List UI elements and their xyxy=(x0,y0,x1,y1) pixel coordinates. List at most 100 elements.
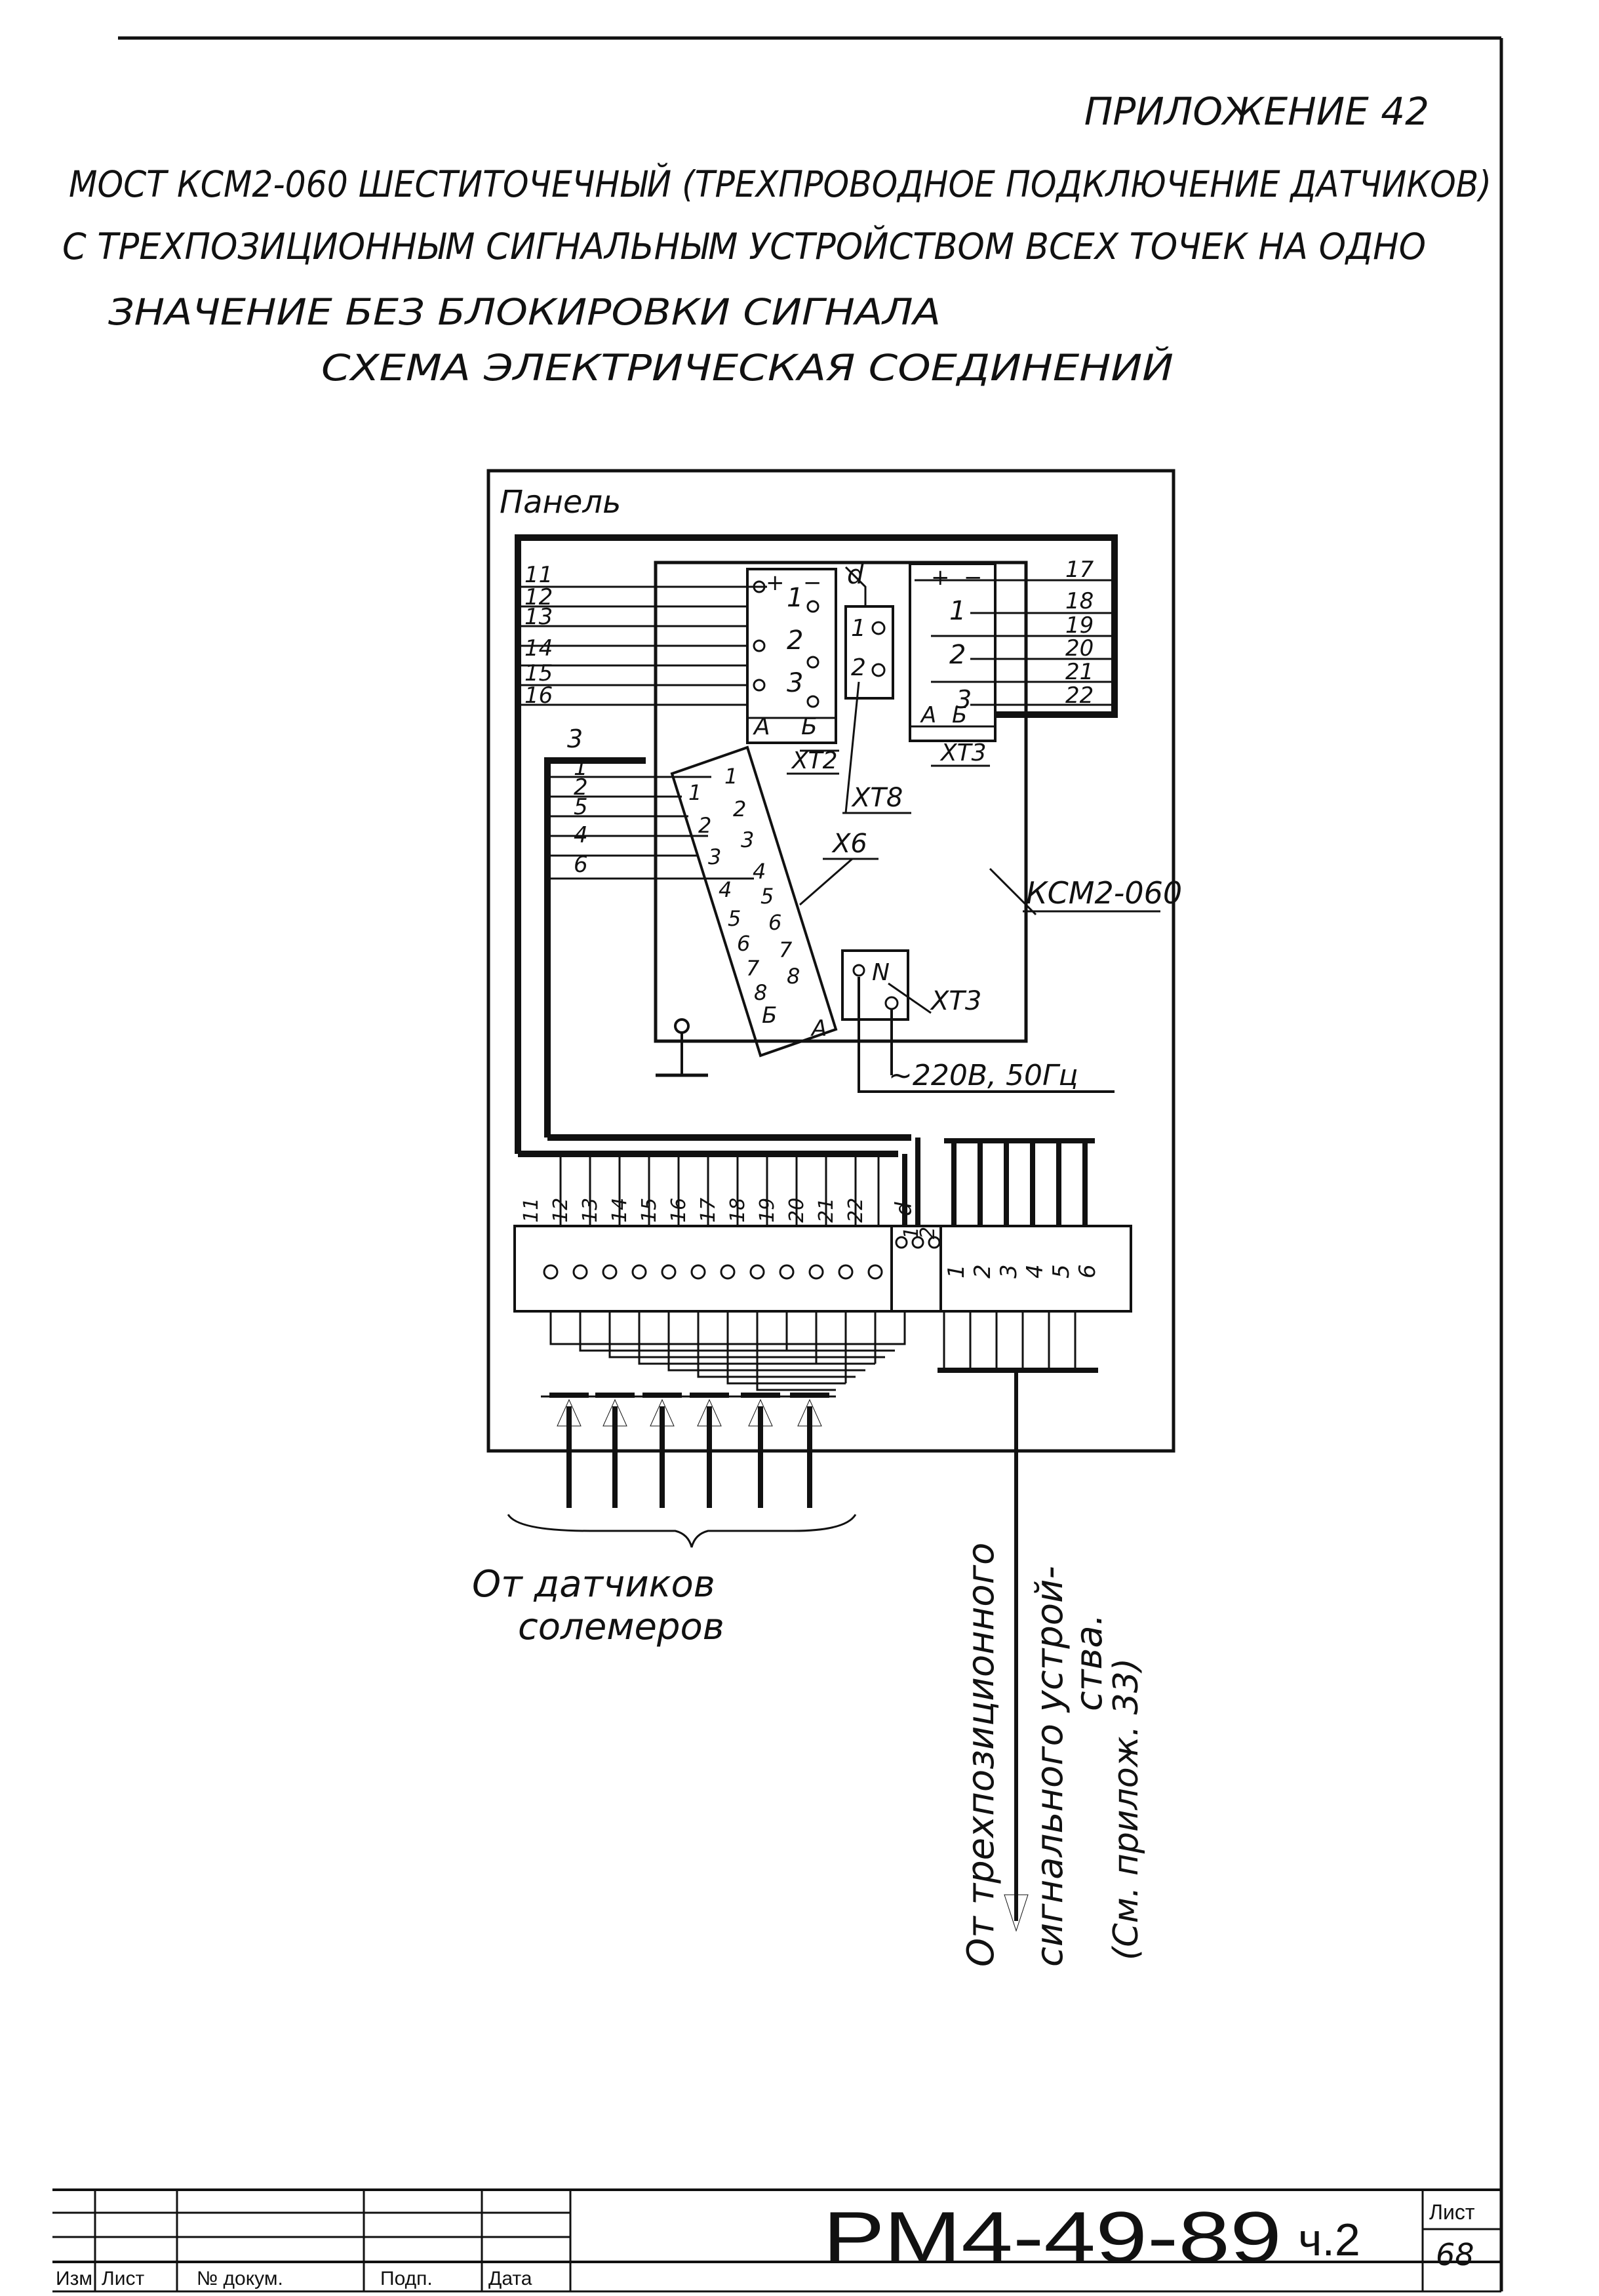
wire-mid-6: 6 xyxy=(574,852,588,878)
power-pin-n: N xyxy=(872,959,890,986)
sensor-arrow-5 xyxy=(741,1393,780,1508)
wire-mid-header: 3 xyxy=(567,724,583,753)
bus-drops xyxy=(559,1138,1095,1226)
sheet-label: Лист xyxy=(1429,2200,1475,2224)
strip-mid-labels: d 1 2 xyxy=(891,1202,941,1249)
col-list: Лист xyxy=(102,2268,144,2289)
sensors-caption-line-1: От датчиков xyxy=(472,1563,715,1606)
signal-caption-line-3: ства. xyxy=(1068,1613,1111,1711)
strip-18: 18 xyxy=(726,1198,749,1223)
appendix-label: ПРИЛОЖЕНИЕ 42 xyxy=(1084,89,1429,134)
xt2-term-3: 3 xyxy=(787,668,803,698)
wire-16: 16 xyxy=(524,683,553,709)
title-block: Изм Лист № докум. Подп. Дата РМ4-49-89 ч… xyxy=(52,2188,1501,2293)
wire-bundle-left-top: 11 12 13 14 15 16 xyxy=(518,562,819,709)
sensor-arrow-6 xyxy=(790,1393,829,1508)
xt3-plus: + xyxy=(931,564,950,591)
sheet-number: 68 xyxy=(1436,2237,1474,2272)
x6-pin-l4: 4 xyxy=(719,877,732,902)
x6-pin-r2: 2 xyxy=(733,797,746,821)
xt3-power-label: ХТ3 xyxy=(930,986,981,1016)
wire-mid-4: 4 xyxy=(574,822,588,848)
wire-17: 17 xyxy=(1065,557,1094,583)
x6-pin-r1: 1 xyxy=(724,764,738,789)
xt2-plus: + xyxy=(766,570,785,596)
signal-downlink xyxy=(938,1311,1098,1932)
xt3-term-1: 1 xyxy=(949,596,966,626)
xt2-minus: − xyxy=(803,570,822,596)
wire-12: 12 xyxy=(524,584,553,610)
x6-pin-r3: 3 xyxy=(741,827,754,852)
xt8-term-1: 1 xyxy=(851,615,866,642)
sensor-arrows xyxy=(549,1393,829,1508)
signal-caption-line-1: От трехпозиционного xyxy=(960,1543,1002,1967)
xt3-bottom-a: А xyxy=(920,702,936,728)
connector-x6: 1 1 2 2 3 3 4 4 5 5 6 6 7 7 8 8 Б А Х6 xyxy=(670,745,878,1058)
strip-right-1: 1 xyxy=(943,1264,970,1278)
strip-mid-2: 2 xyxy=(917,1227,939,1239)
xt8-term-2: 2 xyxy=(851,654,866,681)
strip-16: 16 xyxy=(667,1198,690,1223)
xt2-term-1: 1 xyxy=(787,583,803,613)
title-line-4: СХЕМА ЭЛЕКТРИЧЕСКАЯ СОЕДИНЕНИЙ xyxy=(321,347,1174,389)
xt2-term-2: 2 xyxy=(787,625,803,656)
wire-mid-1: 1 xyxy=(574,755,588,781)
xt3-top-label: ХТ3 xyxy=(939,740,987,766)
connector-xt3-top: + − 1 2 3 А Б ХТ3 xyxy=(909,563,997,767)
x6-pin-l5: 5 xyxy=(728,906,741,931)
connector-xt8: 1 2 d ХТ8 xyxy=(842,560,911,814)
wire-bundle-left-mid: 3 1 2 5 4 6 xyxy=(547,724,754,880)
strip-19: 19 xyxy=(756,1198,779,1223)
xt2-label: ХТ2 xyxy=(791,747,838,774)
col-izm: Изм xyxy=(56,2268,92,2289)
x6-pin-l3: 3 xyxy=(708,844,721,869)
strip-d: d xyxy=(891,1202,917,1216)
wire-20: 20 xyxy=(1065,635,1094,662)
power-label: ~220В, 50Гц xyxy=(888,1059,1078,1092)
strip-22: 22 xyxy=(844,1198,867,1223)
sheet-frame xyxy=(118,36,1503,2291)
strip-17: 17 xyxy=(697,1198,720,1223)
strip-13: 13 xyxy=(579,1198,602,1223)
terminal-strip: 11 12 13 14 15 16 17 18 19 20 21 22 xyxy=(513,1198,1132,1313)
xt8-label: ХТ8 xyxy=(851,783,903,813)
d-label: d xyxy=(847,560,864,590)
wire-15: 15 xyxy=(524,660,553,686)
title-line-1: МОСТ КСМ2-060 ШЕСТИТОЧЕЧНЫЙ (ТРЕХПРОВОДН… xyxy=(69,163,1491,205)
sensors-caption-line-2: солемеров xyxy=(518,1606,724,1648)
sensor-arrow-2 xyxy=(595,1393,635,1508)
signal-caption-line-2: сигнального устрой- xyxy=(1029,1566,1071,1967)
sensor-wiring xyxy=(541,1311,906,1398)
wire-21: 21 xyxy=(1065,659,1094,685)
strip-11: 11 xyxy=(520,1198,543,1223)
wire-bundle-right-top: 17 18 19 20 21 22 xyxy=(915,557,1115,709)
xt3-minus: − xyxy=(964,564,983,591)
strip-right-3: 3 xyxy=(996,1264,1022,1278)
col-date: Дата xyxy=(488,2268,532,2289)
strip-terminal-circles xyxy=(543,1264,883,1280)
x6-pin-r8: 8 xyxy=(787,964,800,989)
sensor-arrow-4 xyxy=(690,1393,729,1508)
doc-code: РМ4-49-89 xyxy=(823,2197,1282,2278)
strip-mid-1: 1 xyxy=(900,1227,923,1239)
strip-left-labels: 11 12 13 14 15 16 17 18 19 20 21 22 xyxy=(520,1198,867,1223)
wire-mid-2: 2 xyxy=(574,774,588,801)
x6-pin-r5: 5 xyxy=(760,884,774,909)
wire-11: 11 xyxy=(524,562,553,588)
doc-part: ч.2 xyxy=(1298,2214,1360,2265)
signal-caption-line-4: (См. прилож. 33) xyxy=(1107,1658,1146,1960)
x6-pin-r7: 7 xyxy=(779,938,793,962)
x6-pin-l8: 8 xyxy=(754,980,767,1005)
panel: Панель xyxy=(486,469,1175,1453)
strip-12: 12 xyxy=(549,1198,572,1223)
strip-15: 15 xyxy=(638,1198,661,1223)
x6-pin-r4: 4 xyxy=(753,859,766,884)
device-label: КСМ2-060 xyxy=(1026,875,1182,911)
x6-pin-l1: 1 xyxy=(688,780,701,805)
wire-19: 19 xyxy=(1065,612,1094,639)
x6-pin-l7: 7 xyxy=(746,956,760,981)
title-line-2: С ТРЕХПОЗИЦИОННЫМ СИГНАЛЬНЫМ УСТРОЙСТВОМ… xyxy=(62,226,1426,267)
strip-right-4: 4 xyxy=(1022,1264,1048,1278)
connector-xt3-power: N ХТ3 ~220В, 50Гц xyxy=(841,949,1115,1093)
strip-right-5: 5 xyxy=(1048,1264,1075,1278)
